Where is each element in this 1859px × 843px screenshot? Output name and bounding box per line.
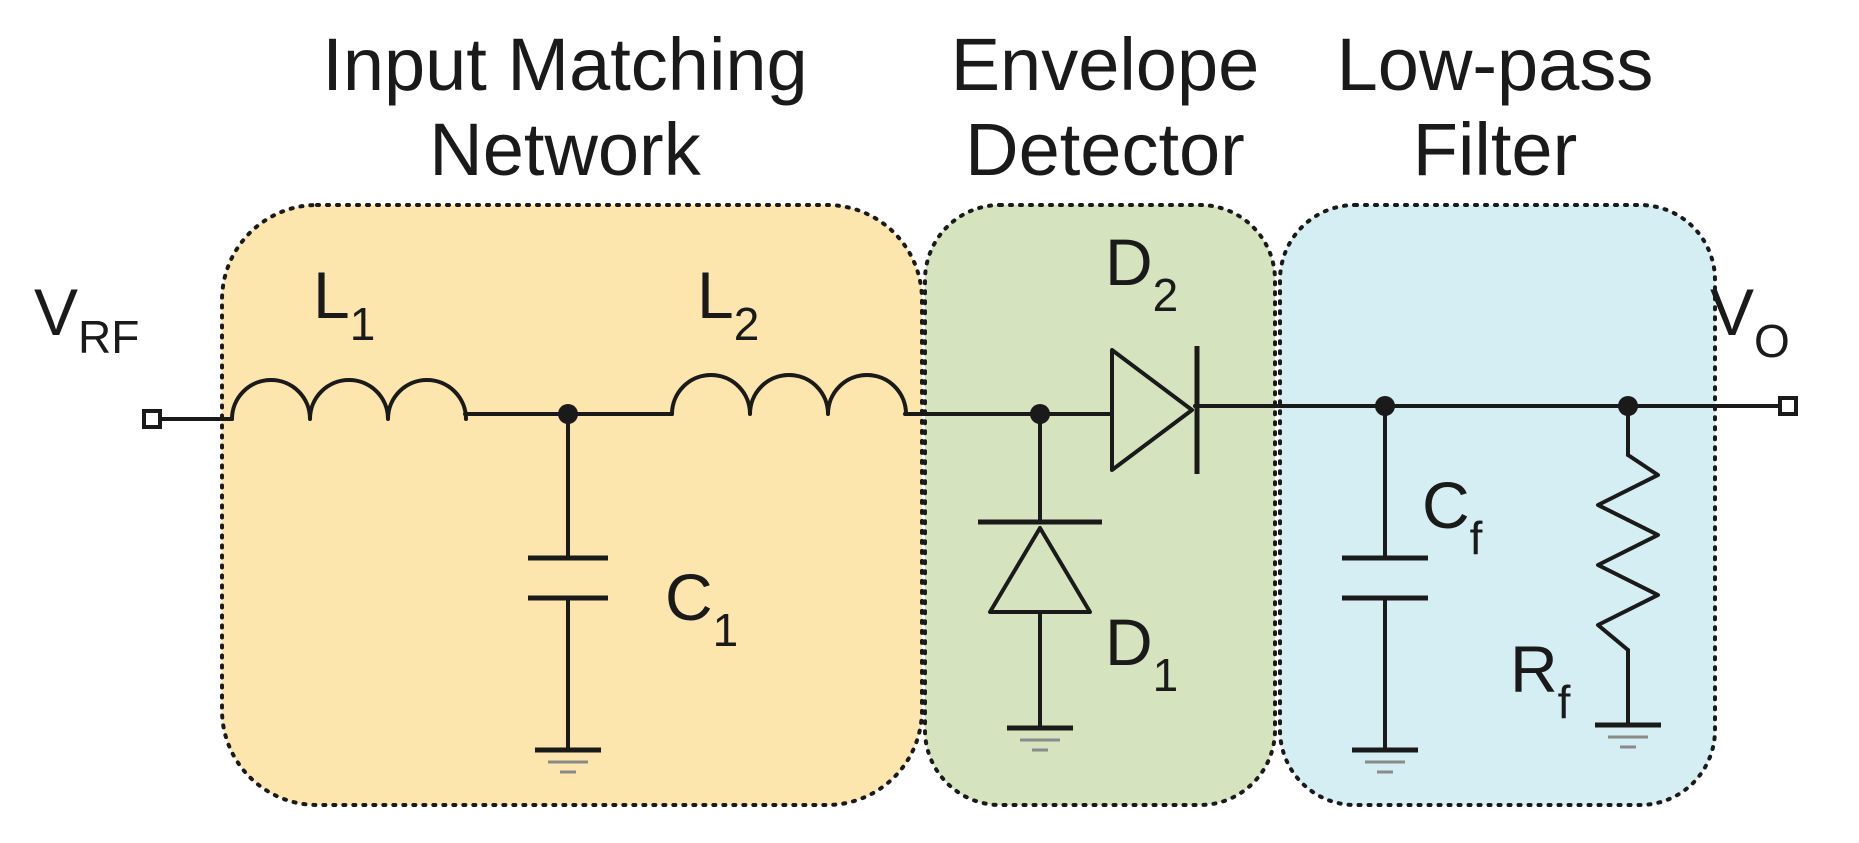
l2-label: L2 bbox=[697, 258, 759, 350]
input-terminal-label: VRF bbox=[34, 275, 139, 363]
d1-ground-icon bbox=[1007, 725, 1073, 752]
rf-label: Rf bbox=[1510, 632, 1571, 728]
filter-title-line2: Filter bbox=[1413, 108, 1577, 191]
cf-label: Cf bbox=[1422, 468, 1483, 564]
l1-inductor-icon bbox=[230, 378, 468, 421]
rf-resistor-icon bbox=[1596, 453, 1660, 652]
c1-ground-icon bbox=[535, 747, 601, 774]
l1-label: L1 bbox=[313, 258, 375, 350]
rf-ground-icon bbox=[1595, 722, 1661, 749]
matching-network-region bbox=[220, 203, 924, 807]
matching-title-line2: Network bbox=[429, 108, 701, 191]
d1-label: D1 bbox=[1105, 605, 1178, 701]
d2-diode-icon bbox=[1110, 346, 1200, 474]
envelope-detector-region bbox=[923, 203, 1277, 807]
detector-title-line2: Detector bbox=[965, 108, 1245, 191]
output-terminal-label: VO bbox=[1710, 275, 1790, 367]
matching-title-line1: Input Matching bbox=[322, 23, 807, 106]
low-pass-filter-region bbox=[1278, 203, 1717, 807]
filter-title-line1: Low-pass bbox=[1337, 23, 1654, 106]
output-terminal-icon bbox=[1778, 396, 1798, 416]
cf-ground-icon bbox=[1352, 747, 1418, 774]
l2-inductor-icon bbox=[670, 373, 908, 416]
detector-title-line1: Envelope bbox=[951, 23, 1260, 106]
input-terminal-icon bbox=[142, 409, 162, 429]
c1-label: C1 bbox=[665, 560, 738, 656]
d2-label: D2 bbox=[1105, 225, 1178, 321]
